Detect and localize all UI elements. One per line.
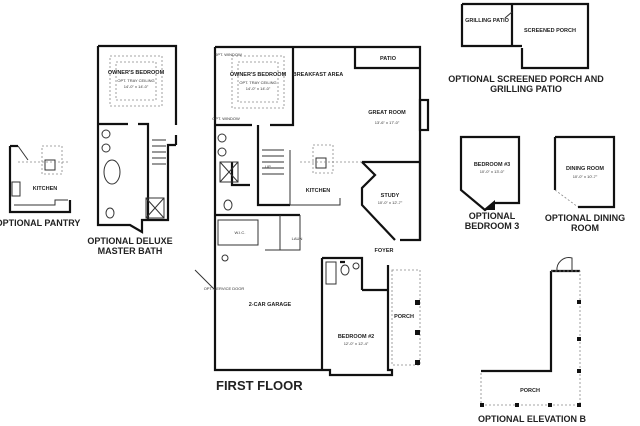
opt-window-label-top: OPT. WINDOW — [214, 52, 242, 57]
opt-window-label-bottom: OPT. WINDOW — [212, 116, 240, 121]
owners-tray-ceiling-label: OPT. TRAY CEILING — [239, 80, 276, 85]
first-floor-title: FIRST FLOOR — [216, 378, 303, 393]
first-floor-plan: OPT. WINDOW OPT. WINDOW OWNER'S BEDROOM … — [194, 45, 430, 393]
optional-pantry-plan: KITCHEN OPTIONAL PANTRY — [0, 144, 80, 228]
screened-porch-label: SCREENED PORCH — [524, 28, 576, 34]
great-room-label: GREAT ROOM — [368, 110, 406, 116]
optional-dining-plan: DINING ROOM 10'-0" x 10'-7" OPTIONAL DIN… — [545, 135, 625, 233]
bedroom3-caption-2: BEDROOM 3 — [465, 221, 520, 231]
garage-label: 2-CAR GARAGE — [249, 302, 292, 308]
patio-label: PATIO — [380, 56, 397, 62]
optional-bedroom3-plan: BEDROOM #3 10'-0" x 13'-0" OPTIONAL BEDR… — [459, 135, 521, 231]
screened-porch-caption-2: GRILLING PATIO — [490, 84, 562, 94]
screened-porch-caption-1: OPTIONAL SCREENED PORCH AND — [448, 74, 604, 84]
porch-label: PORCH — [394, 314, 414, 320]
bedroom2-label: BEDROOM #2 — [338, 334, 374, 340]
bedroom3-caption-1: OPTIONAL — [469, 211, 516, 221]
kitchen-label: KITCHEN — [306, 188, 330, 194]
elevation-b-porch-label: PORCH — [520, 388, 540, 394]
bedroom2-dim: 12'-0" x 12'-4" — [344, 341, 369, 346]
deluxe-tray-ceiling-label: OPT. TRAY CEILING — [117, 78, 154, 83]
dining-caption-1: OPTIONAL DINING — [545, 213, 625, 223]
bedroom3-dim: 10'-0" x 13'-0" — [480, 169, 505, 174]
grilling-patio-label: GRILLING PATIO — [465, 18, 510, 24]
deluxe-bath-caption-2: MASTER BATH — [98, 246, 163, 256]
optional-pantry-caption: OPTIONAL PANTRY — [0, 218, 80, 228]
optional-elevation-b-plan: PORCH OPTIONAL ELEVATION B — [478, 257, 587, 424]
optional-deluxe-bath-plan: OWNER'S BEDROOM OPT. TRAY CEILING 14'-0"… — [87, 44, 178, 256]
owners-bedroom-label: OWNER'S BEDROOM — [230, 72, 287, 78]
owners-bedroom-dim: 14'-0" x 14'-0" — [246, 86, 271, 91]
great-room-dim: 13'-6" x 17'-0" — [375, 120, 400, 125]
breakfast-area-label: BREAKFAST AREA — [293, 72, 344, 78]
opt-service-door-label: OPT. SERVICE DOOR — [204, 286, 245, 291]
study-label: STUDY — [381, 193, 400, 199]
dining-caption-2: ROOM — [571, 223, 599, 233]
optional-screened-porch-plan: GRILLING PATIO SCREENED PORCH OPTIONAL S… — [448, 2, 604, 94]
laundry-label: LAUN — [292, 236, 303, 241]
wic-label: W.I.C. — [235, 230, 246, 235]
dining-room-dim: 10'-0" x 10'-7" — [573, 174, 598, 179]
elevation-b-caption: OPTIONAL ELEVATION B — [478, 414, 587, 424]
pantry-kitchen-label: KITCHEN — [33, 186, 57, 192]
deluxe-owners-dim: 14'-0" x 14'-0" — [124, 84, 149, 89]
study-dim: 10'-0" x 12'-7" — [378, 200, 403, 205]
deluxe-bath-caption-1: OPTIONAL DELUXE — [87, 236, 172, 246]
dining-room-label: DINING ROOM — [566, 166, 604, 172]
stairs-up-label: UP — [265, 164, 271, 169]
foyer-label: FOYER — [375, 248, 394, 254]
bedroom3-label: BEDROOM #3 — [474, 162, 510, 168]
deluxe-owners-bedroom-label: OWNER'S BEDROOM — [108, 70, 165, 76]
